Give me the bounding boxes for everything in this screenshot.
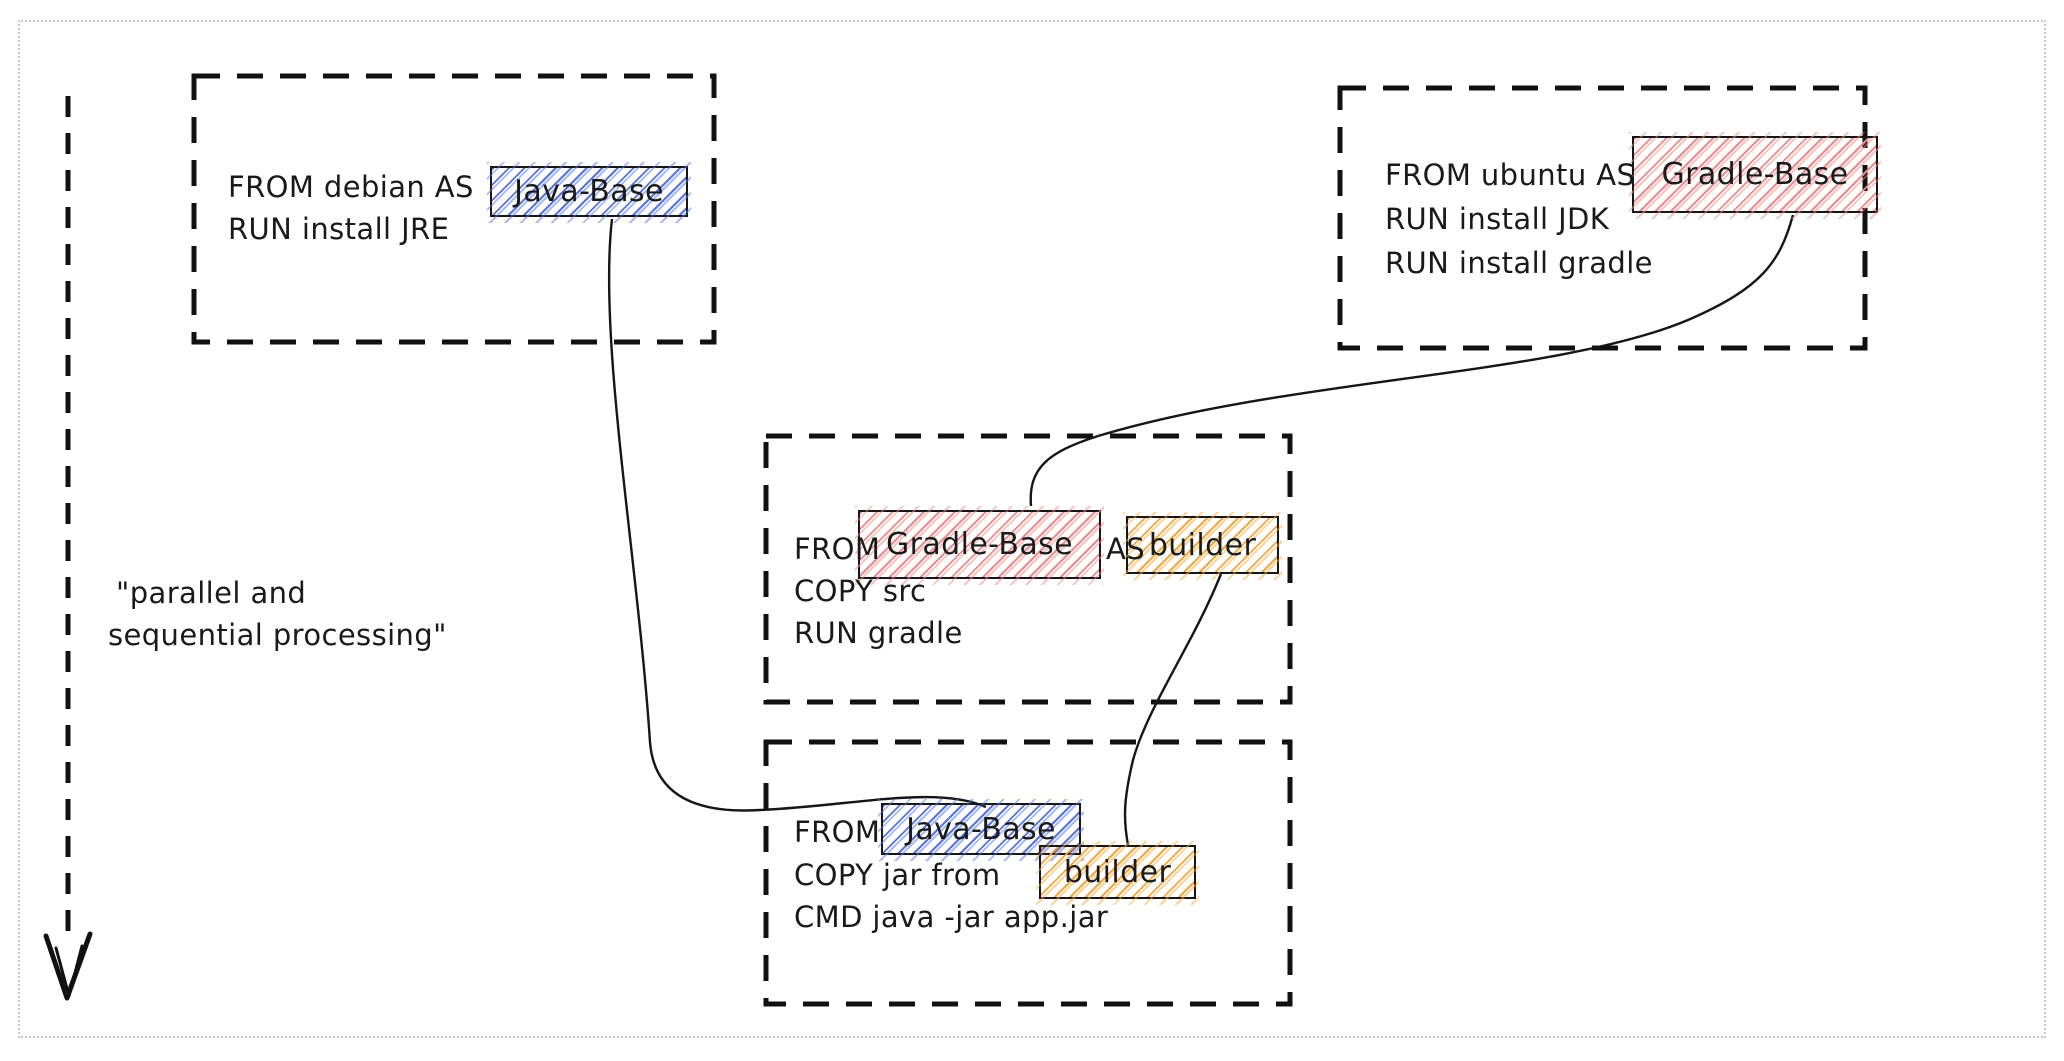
final-instruction-cmd: CMD java -jar app.jar [794,900,1109,934]
gradle-base-instruction-run-gradle: RUN install gradle [1385,246,1653,280]
outer-dotted-frame [18,20,2046,1038]
final-instruction-from: FROM [794,815,881,849]
builder-instruction-as: AS [1106,532,1146,566]
annotation-parallel-line1: "parallel and [116,576,307,610]
final-builder-tag: builder [1036,841,1199,905]
final-instruction-copy: COPY jar from [794,858,1001,892]
connector-gradle-base-to-builder [1029,214,1795,507]
builder-stage-tag-label: builder [1148,527,1257,563]
builder-instruction-from: FROM [794,532,881,566]
gradle-base-instruction-run-jdk: RUN install JDK [1385,202,1610,236]
final-base-tag: Java-Base [878,799,1084,861]
final-builder-tag-label: builder [1063,854,1172,890]
gradle-base-stage-tag: Gradle-Base [1629,132,1881,219]
connector-builder-to-final [1123,573,1223,846]
stage-box-builder [763,433,1293,705]
process-flow-arrow-head-inner-icon [54,944,84,998]
java-base-stage-tag-label: Java-Base [514,174,664,209]
stage-box-final [763,739,1293,1007]
builder-base-tag: Gradle-Base [855,506,1104,585]
builder-instruction-copy: COPY src [794,574,927,608]
builder-instruction-run: RUN gradle [794,616,963,650]
stage-box-java-base [191,73,717,345]
java-base-stage-tag: Java-Base [487,162,691,223]
gradle-base-instruction-from: FROM ubuntu AS [1385,158,1636,192]
builder-stage-tag: builder [1123,512,1282,580]
gradle-base-stage-tag-label: Gradle-Base [1661,157,1849,192]
builder-base-tag-label: Gradle-Base [885,527,1073,562]
final-base-tag-label: Java-Base [906,811,1056,847]
java-base-instruction-from: FROM debian AS [228,170,474,204]
annotation-parallel-line2: sequential processing" [108,618,447,652]
process-flow-arrow-head-icon [43,931,93,1001]
java-base-instruction-run: RUN install JRE [228,212,450,246]
